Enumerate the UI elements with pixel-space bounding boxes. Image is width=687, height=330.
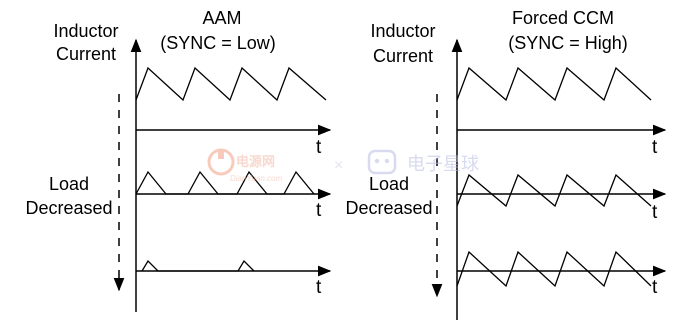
watermark-brand-text: 电子星球	[407, 154, 479, 174]
robot-eye-icon	[374, 158, 380, 164]
robot-icon	[367, 149, 397, 175]
right-t-label-2: t	[652, 202, 658, 223]
right-waveform-2	[456, 173, 652, 208]
right-y-label-line2: Current	[373, 46, 433, 66]
left-t-label-3: t	[316, 277, 322, 298]
right-side-label-line1: Load	[369, 174, 409, 194]
right-t-label-3: t	[652, 277, 658, 298]
left-side-label-line1: Load	[49, 174, 89, 194]
power-logo-plug	[218, 150, 224, 159]
watermark-logo-subtext: DianYuan.com	[230, 174, 283, 183]
left-waveform-dcm	[135, 170, 315, 195]
left-title-line1: AAM	[202, 8, 241, 28]
left-y-label-line1: Inductor	[53, 21, 118, 41]
right-title-line2: (SYNC = High)	[508, 33, 628, 53]
left-side-label-line2: Decreased	[25, 198, 112, 218]
right-panel: Forced CCM (SYNC = High) Inductor Curren…	[345, 8, 667, 320]
watermark: 电源网 DianYuan.com × 电子星球	[207, 148, 479, 183]
left-waveform-ccm	[135, 66, 327, 102]
left-t-label-2: t	[316, 200, 322, 221]
watermark-separator: ×	[334, 157, 343, 174]
right-waveform-1	[456, 66, 652, 102]
left-t-label-1: t	[316, 137, 322, 158]
left-panel: AAM (SYNC = Low) Inductor Current Load D…	[25, 8, 332, 312]
right-t-label-1: t	[652, 137, 658, 158]
left-title-line2: (SYNC = Low)	[160, 33, 276, 53]
left-y-label-line2: Current	[56, 44, 116, 64]
right-title-line1: Forced CCM	[512, 8, 614, 28]
right-y-label-line1: Inductor	[370, 21, 435, 41]
right-waveform-3	[456, 250, 652, 288]
left-waveform-burst	[141, 259, 255, 272]
brand-logo: 电子星球	[367, 149, 479, 175]
watermark-logo-text: 电源网	[236, 154, 275, 169]
robot-eye-icon	[384, 158, 390, 164]
dianyuan-logo: 电源网 DianYuan.com	[207, 148, 283, 183]
right-side-label-line2: Decreased	[345, 198, 432, 218]
